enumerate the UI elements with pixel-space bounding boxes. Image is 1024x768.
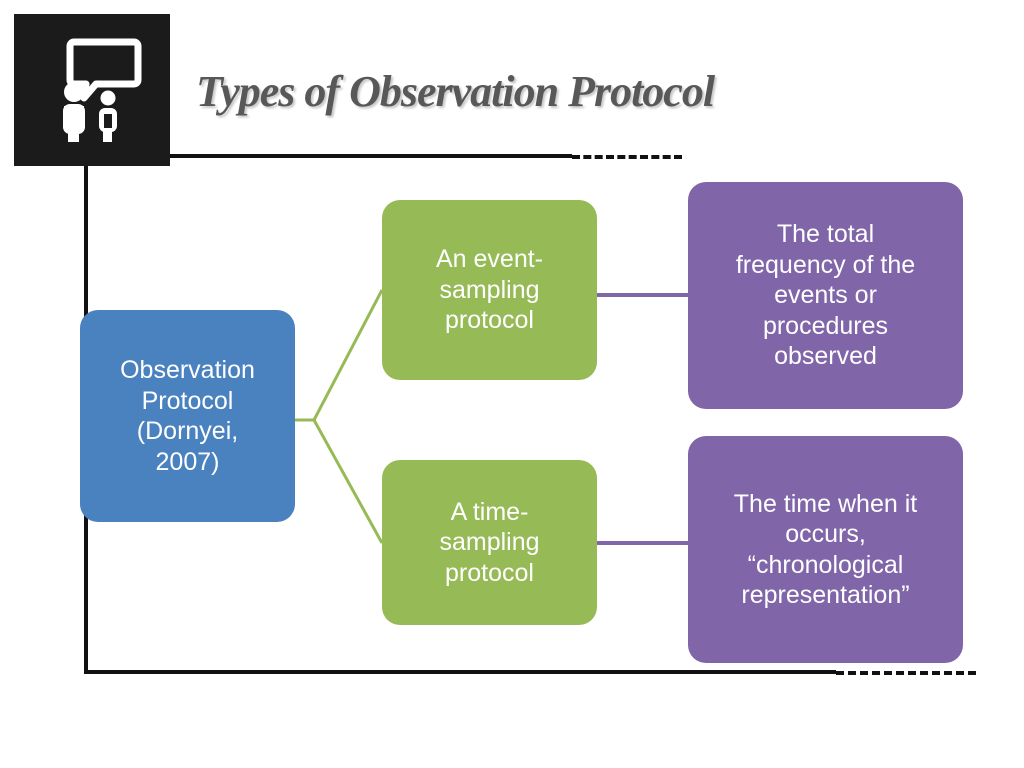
frame-line-top-dashed <box>572 155 682 159</box>
icon-tile <box>14 14 170 166</box>
node-event-sampling-protocol[interactable]: An event- sampling protocol <box>382 200 597 380</box>
connector-root-to-branch-1 <box>295 289 384 422</box>
page-title: Types of Observation Protocol <box>196 67 715 116</box>
frame-line-top-solid <box>168 154 572 158</box>
node-event-sampling-detail[interactable]: The total frequency of the events or pro… <box>688 182 963 409</box>
node-observation-protocol[interactable]: Observation Protocol (Dornyei, 2007) <box>80 310 295 522</box>
frame-line-bottom-dashed <box>836 671 976 675</box>
node-time-sampling-protocol[interactable]: A time- sampling protocol <box>382 460 597 625</box>
node-time-sampling-detail[interactable]: The time when it occurs, “chronological … <box>688 436 963 663</box>
connector-root-to-branch-2 <box>295 418 384 544</box>
frame-line-bottom-solid <box>84 670 836 674</box>
